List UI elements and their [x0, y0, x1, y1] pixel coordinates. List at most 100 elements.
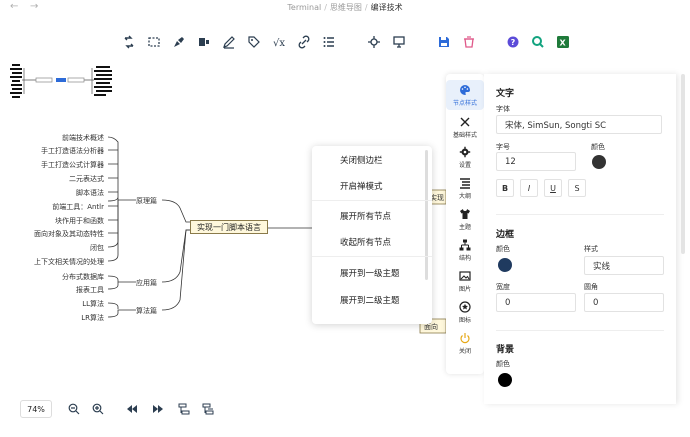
text-color-swatch[interactable]: [592, 155, 606, 169]
leaf-node[interactable]: 二元表达式: [69, 175, 104, 183]
palette-icon: [459, 84, 471, 96]
context-menu-scrollbar[interactable]: [425, 150, 428, 280]
tab-close[interactable]: 关闭: [446, 328, 484, 358]
svg-text:?: ?: [511, 38, 516, 47]
leaf-node[interactable]: 前端技术概述: [62, 134, 104, 142]
pen-icon[interactable]: [218, 31, 240, 53]
crosshair-icon[interactable]: [363, 31, 385, 53]
panel-scrollbar[interactable]: [681, 74, 685, 254]
background-color-swatch[interactable]: [498, 373, 512, 387]
leaf-node[interactable]: 手工打造公式计算器: [41, 161, 104, 169]
gear-icon: [459, 146, 471, 158]
outline-icon: [459, 177, 471, 189]
rewind-icon[interactable]: [124, 401, 140, 417]
back-arrow-icon[interactable]: ←: [10, 1, 19, 12]
select-all-icon[interactable]: [143, 31, 165, 53]
cube-icon[interactable]: [193, 31, 215, 53]
underline-button[interactable]: U: [544, 179, 562, 197]
zoom-out-icon[interactable]: [66, 401, 82, 417]
save-icon[interactable]: [433, 31, 455, 53]
leaf-node[interactable]: 闭包: [90, 244, 104, 252]
italic-button[interactable]: I: [520, 179, 538, 197]
breadcrumb: Terminal/思维导图/编译技术: [287, 3, 403, 12]
expand-nodes-icon[interactable]: [176, 401, 192, 417]
menu-expand-all[interactable]: 展开所有节点: [340, 212, 392, 222]
root-node[interactable]: 实现一门脚本语言: [190, 220, 268, 234]
tab-base-style[interactable]: 基础样式: [446, 112, 484, 142]
power-icon: [459, 332, 471, 344]
leaf-node[interactable]: 手工打造语法分析器: [41, 147, 104, 155]
minimap[interactable]: [8, 60, 126, 102]
border-radius-select[interactable]: 0: [584, 293, 664, 312]
border-color-label: 颜色: [496, 245, 510, 253]
brush-tools-icon: [459, 116, 471, 128]
breadcrumb-item-terminal[interactable]: Terminal: [287, 3, 322, 12]
menu-expand-level-1[interactable]: 展开到一级主题: [340, 269, 400, 279]
shirt-icon: [459, 208, 471, 220]
leaf-node[interactable]: 面向对象及其动态特性: [34, 230, 104, 238]
tab-image[interactable]: 图片: [446, 266, 484, 296]
tag-icon[interactable]: [243, 31, 265, 53]
breadcrumb-current: 编译技术: [370, 3, 403, 12]
zoom-in-icon[interactable]: [90, 401, 106, 417]
search-icon[interactable]: [527, 31, 549, 53]
border-width-label: 宽度: [496, 283, 510, 291]
image-icon: [459, 270, 471, 282]
leaf-node[interactable]: 上下文相关情况的处理: [34, 258, 104, 266]
zoom-level[interactable]: 74%: [20, 400, 52, 418]
menu-expand-level-2[interactable]: 展开到二级主题: [340, 296, 400, 306]
text-color-label: 颜色: [591, 143, 605, 151]
excel-icon[interactable]: X: [552, 31, 574, 53]
leaf-node[interactable]: LL算法: [82, 300, 104, 308]
tab-node-style[interactable]: 节点样式: [446, 80, 484, 110]
border-color-swatch[interactable]: [498, 258, 512, 272]
leaf-node[interactable]: 块作用于和函数: [55, 217, 104, 225]
background-color-label: 颜色: [496, 360, 510, 368]
leaf-node[interactable]: LR算法: [81, 314, 104, 322]
forward-arrow-icon[interactable]: →: [30, 1, 39, 12]
list-icon[interactable]: [318, 31, 340, 53]
leaf-node[interactable]: 脚本语法: [76, 189, 104, 197]
brush-icon[interactable]: [168, 31, 190, 53]
partial-node-1[interactable]: 实现: [430, 194, 444, 202]
branch-node-algorithms[interactable]: 算法篇: [136, 307, 157, 315]
tab-icon[interactable]: 图标: [446, 297, 484, 327]
section-divider: [496, 214, 664, 215]
branch-node-applications[interactable]: 应用篇: [136, 279, 157, 287]
border-style-select[interactable]: 实线: [584, 256, 664, 275]
menu-divider: [312, 200, 432, 201]
menu-divider: [312, 256, 432, 257]
border-style-label: 样式: [584, 245, 598, 253]
fast-forward-icon[interactable]: [150, 401, 166, 417]
formula-icon[interactable]: √x: [268, 31, 290, 53]
svg-text:X: X: [560, 39, 567, 48]
collapse-nodes-icon[interactable]: [200, 401, 216, 417]
leaf-node[interactable]: 前端工具：Antlr: [52, 203, 104, 211]
help-icon[interactable]: ?: [502, 31, 524, 53]
tab-settings[interactable]: 设置: [446, 142, 484, 172]
bold-button[interactable]: B: [496, 179, 514, 197]
structure-icon: [459, 239, 471, 251]
nodes-switch-icon[interactable]: [118, 31, 140, 53]
strikethrough-button[interactable]: S: [568, 179, 586, 197]
svg-text:√x: √x: [273, 38, 285, 49]
link-icon[interactable]: [293, 31, 315, 53]
font-select[interactable]: 宋体, SimSun, Songti SC: [496, 115, 662, 134]
branch-node-principles[interactable]: 原理篇: [136, 197, 157, 205]
tab-outline[interactable]: 大纲: [446, 173, 484, 203]
font-size-select[interactable]: 12: [496, 152, 576, 171]
main-toolbar: √x ? X: [0, 31, 690, 53]
partial-node-2[interactable]: 面向: [424, 323, 438, 331]
leaf-node[interactable]: 分布式数据库: [62, 273, 104, 281]
border-width-select[interactable]: 0: [496, 293, 576, 312]
breadcrumb-item-mindmap[interactable]: 思维导图: [329, 3, 362, 12]
delete-icon[interactable]: [458, 31, 480, 53]
menu-zen-mode[interactable]: 开启禅模式: [340, 182, 383, 192]
menu-close-sidebar[interactable]: 关闭侧边栏: [340, 156, 383, 166]
tab-structure[interactable]: 结构: [446, 235, 484, 265]
tab-theme[interactable]: 主题: [446, 204, 484, 234]
border-section-title: 边框: [496, 230, 515, 240]
leaf-node[interactable]: 报表工具: [76, 286, 104, 294]
presentation-icon[interactable]: [388, 31, 410, 53]
menu-collapse-all[interactable]: 收起所有节点: [340, 238, 392, 248]
